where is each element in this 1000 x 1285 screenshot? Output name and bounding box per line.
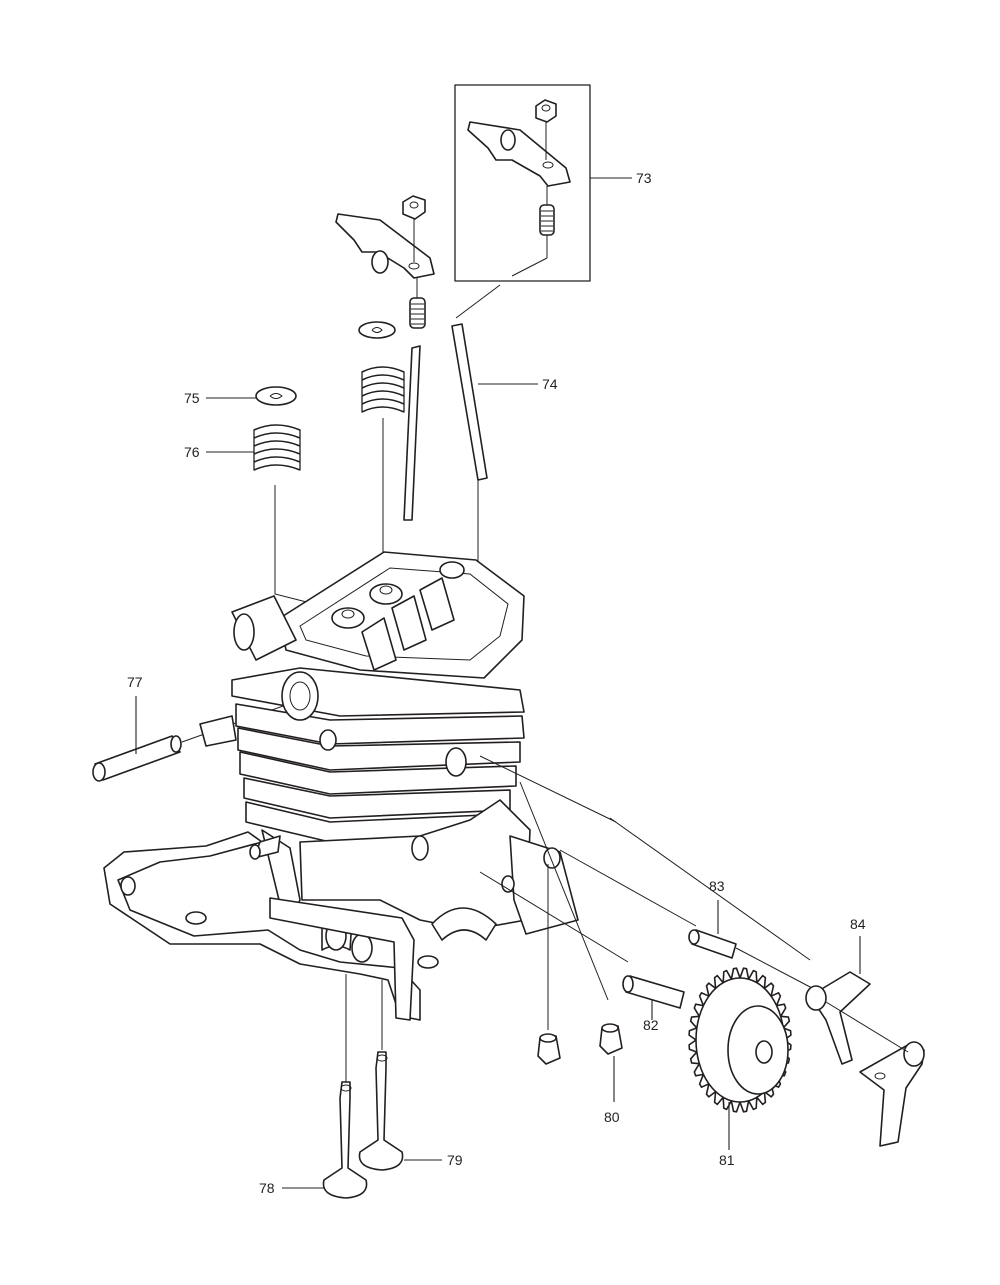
rocker-arm-kit-box [454, 84, 591, 282]
retainer-and-spring [253, 386, 347, 613]
callout-75: 75 [184, 390, 200, 406]
valve-train-upper [335, 195, 501, 640]
callout-83: 83 [709, 878, 725, 894]
cylinder-block [103, 551, 579, 1021]
dowel-pins [622, 929, 737, 1009]
callout-78: 78 [259, 1180, 275, 1196]
callout-79: 79 [447, 1152, 463, 1168]
bushings [537, 1023, 623, 1065]
leader-lines [135, 177, 861, 1189]
callout-81: 81 [719, 1152, 735, 1168]
callout-84: 84 [850, 916, 866, 932]
valves [322, 1051, 404, 1199]
callout-74: 74 [542, 376, 558, 392]
callout-77: 77 [127, 674, 143, 690]
callout-labels: 73 74 75 76 77 78 79 80 81 82 83 84 [127, 170, 866, 1196]
callout-73: 73 [636, 170, 652, 186]
cam-gear [688, 967, 792, 1113]
cam-lever [805, 971, 925, 1147]
callout-82: 82 [643, 1017, 659, 1033]
callout-80: 80 [604, 1109, 620, 1125]
callout-76: 76 [184, 444, 200, 460]
assembly-guide-lines [345, 755, 813, 1082]
